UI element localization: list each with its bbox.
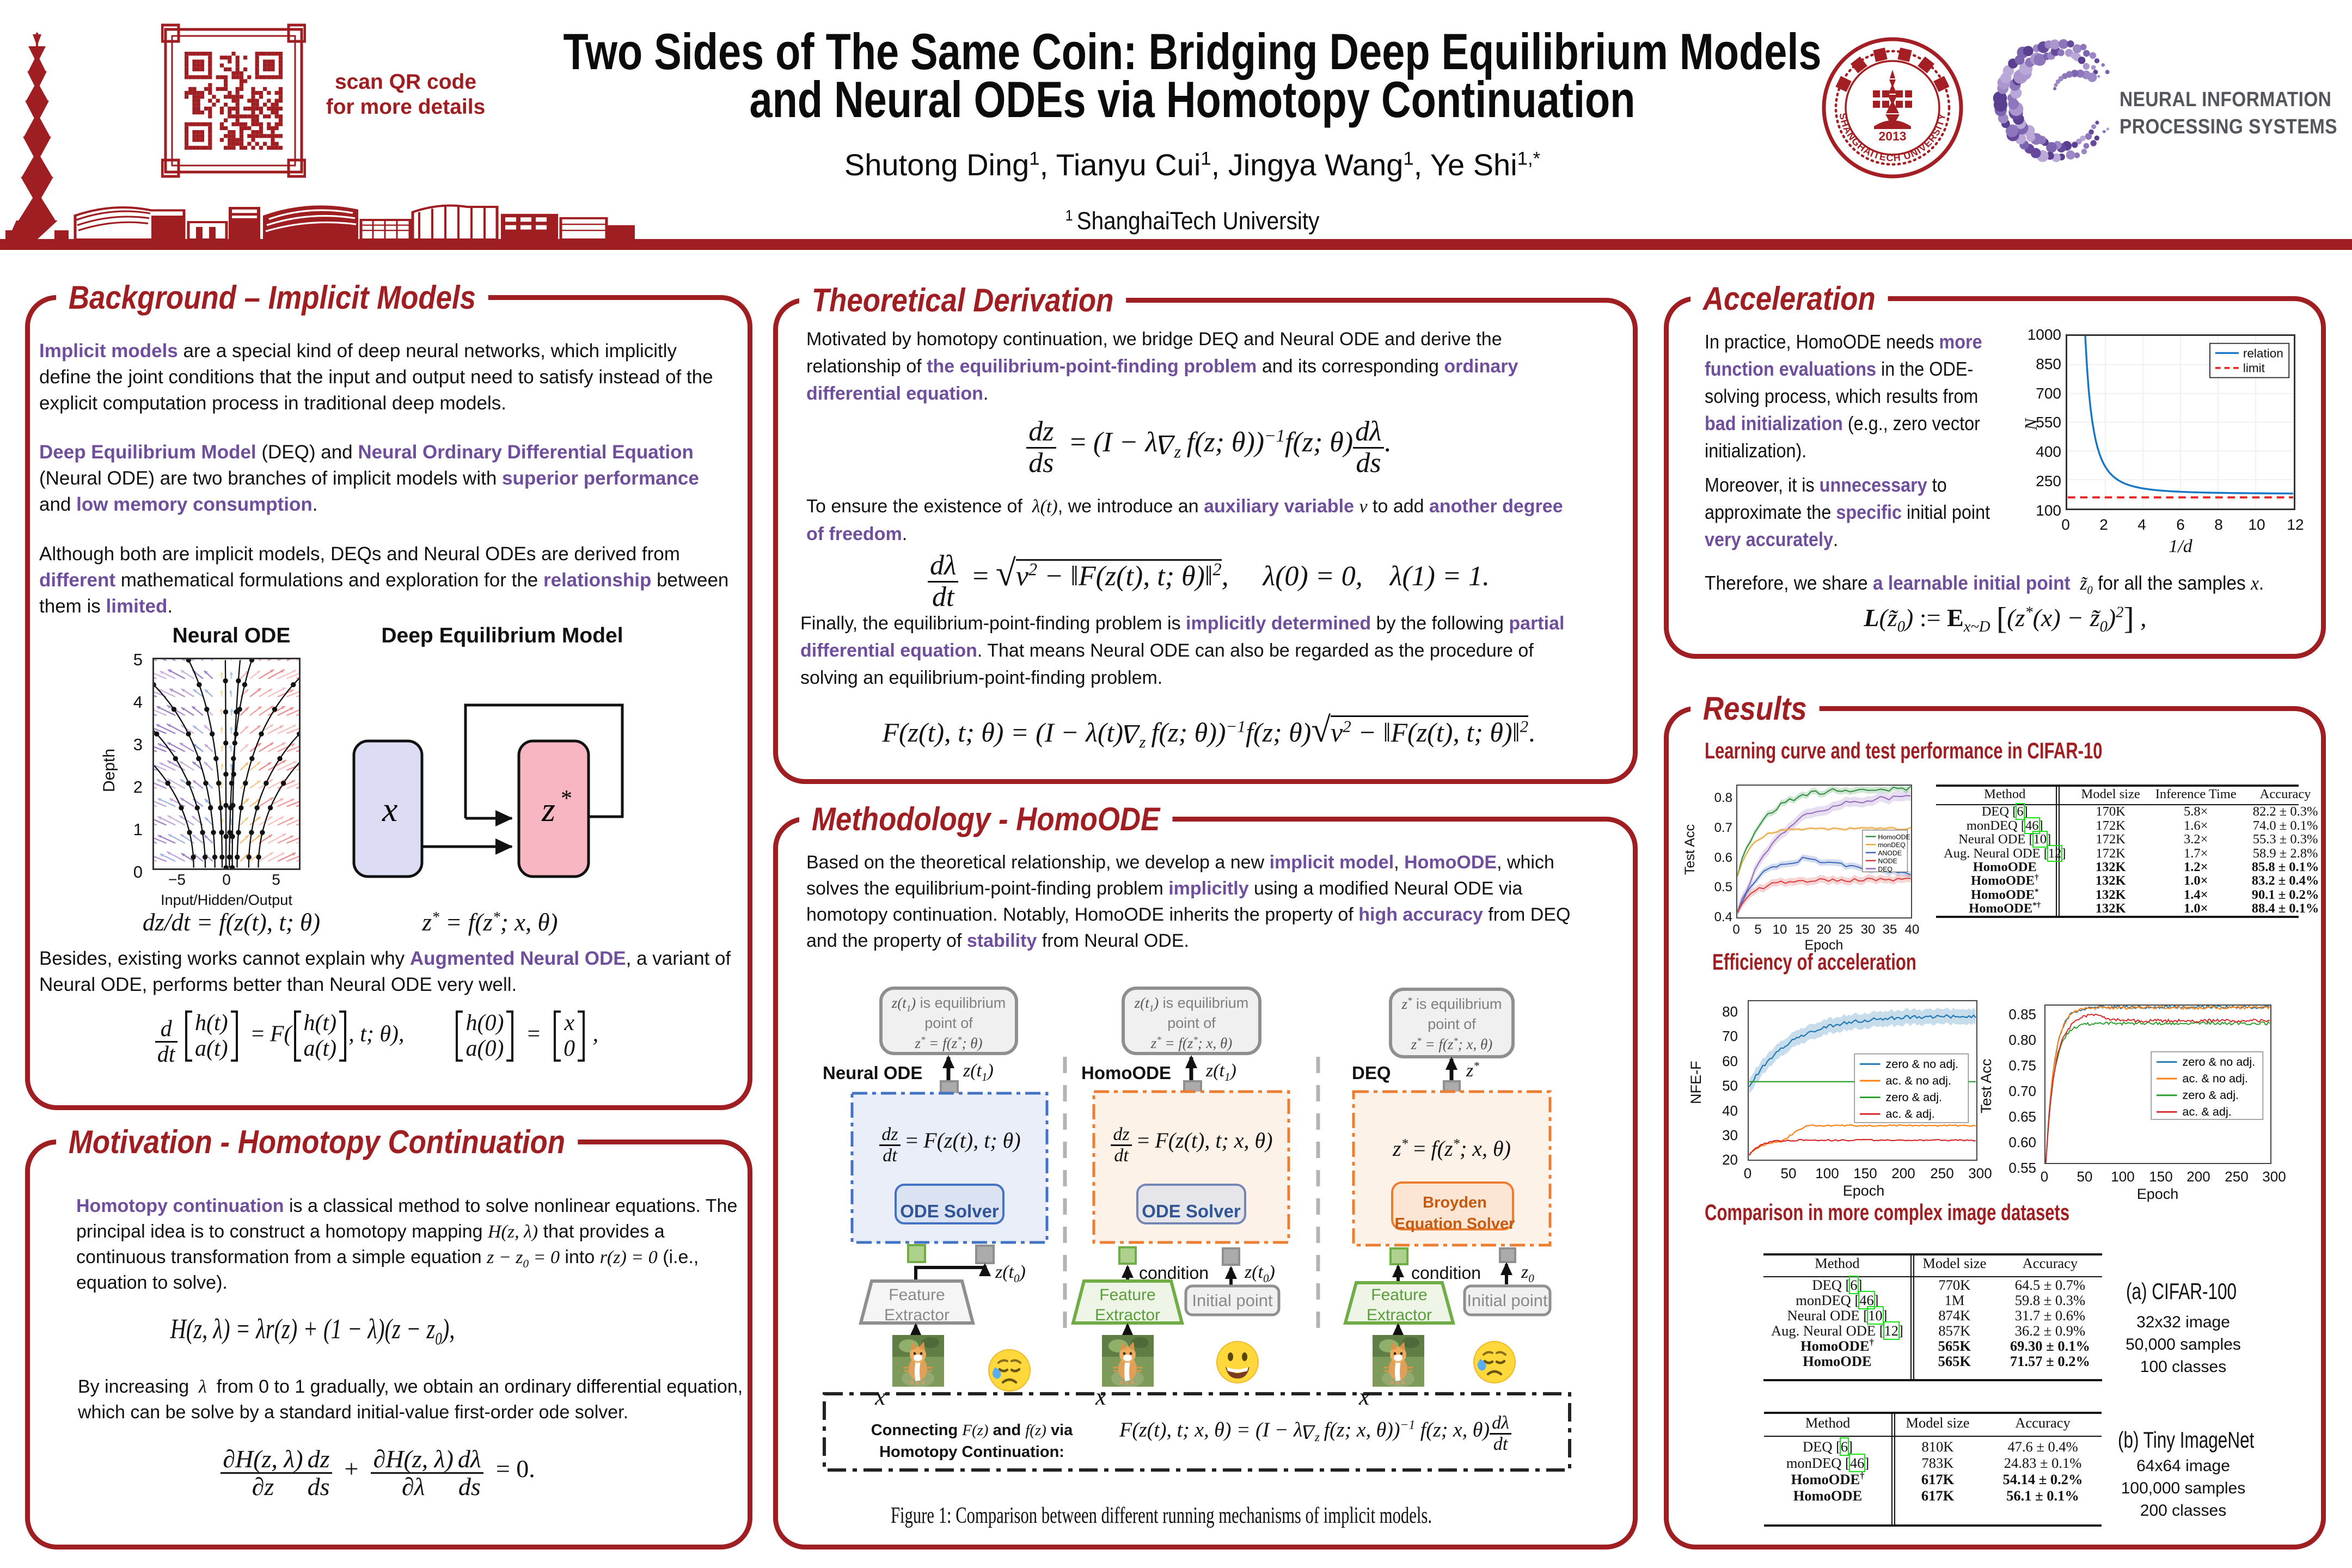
svg-text:ANODE: ANODE [1878, 849, 1902, 857]
svg-text:zero & no adj.: zero & no adj. [2182, 1055, 2255, 1068]
svg-text:ac. & no adj.: ac. & no adj. [2182, 1071, 2248, 1085]
svg-text:z: z [541, 790, 555, 829]
svg-text:x: x [382, 790, 397, 829]
svg-text:limit: limit [2243, 362, 2265, 375]
svg-text:zero & no adj.: zero & no adj. [1885, 1057, 1958, 1070]
svg-text:ac. & adj.: ac. & adj. [2182, 1105, 2231, 1118]
svg-text:DEQ: DEQ [1878, 865, 1892, 873]
svg-text:zero & adj.: zero & adj. [2182, 1088, 2239, 1102]
svg-text:ac. & adj.: ac. & adj. [1885, 1107, 1934, 1120]
svg-text:HomoODE: HomoODE [1878, 833, 1910, 841]
svg-text:2013: 2013 [1878, 129, 1906, 143]
svg-text:relation: relation [2243, 346, 2283, 360]
svg-text:monDEQ: monDEQ [1878, 841, 1906, 849]
svg-text:*: * [561, 786, 572, 811]
svg-text:NODE: NODE [1878, 857, 1897, 865]
svg-text:zero & adj.: zero & adj. [1885, 1090, 1942, 1104]
svg-text:ac. & no adj.: ac. & no adj. [1885, 1074, 1951, 1087]
